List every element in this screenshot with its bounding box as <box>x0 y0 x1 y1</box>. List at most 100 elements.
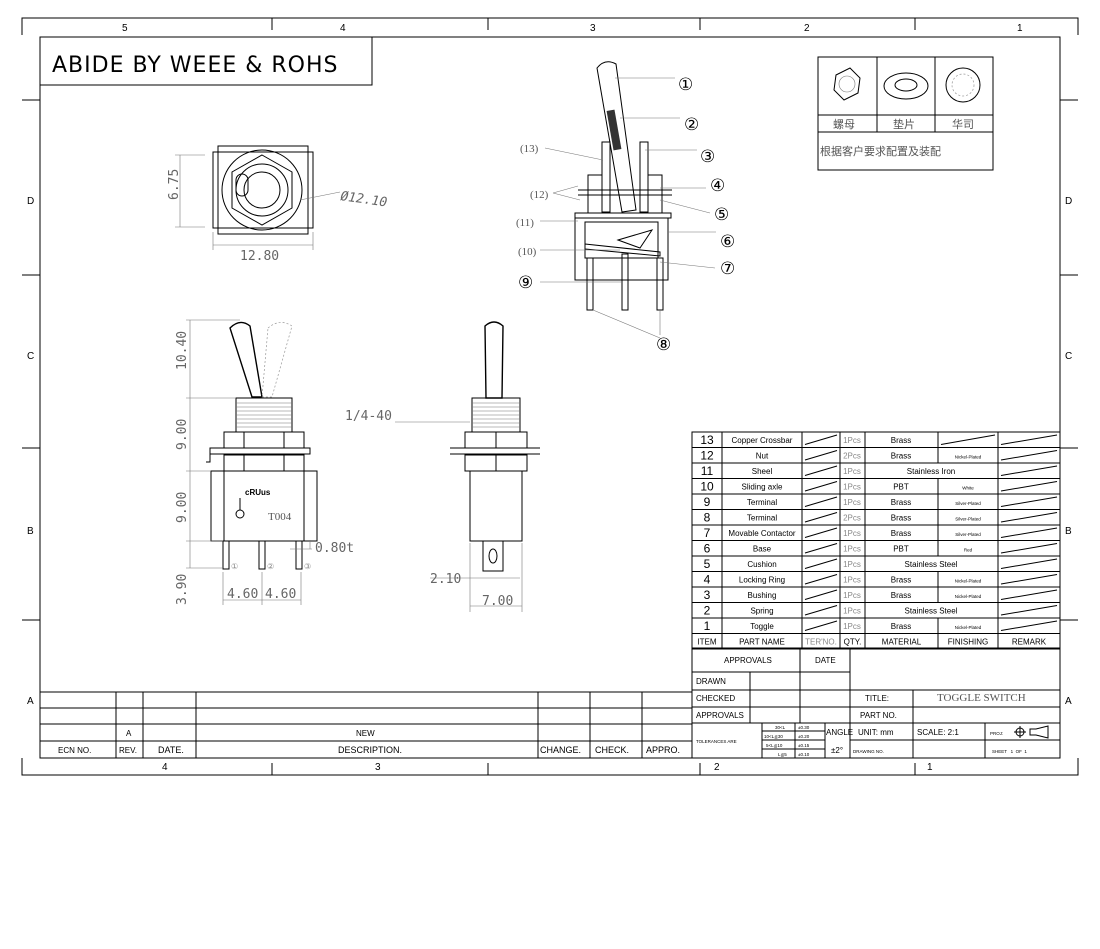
bom-header: MATERIAL <box>882 638 922 647</box>
callout-6: ⑥ <box>720 232 735 252</box>
ter-no-slash <box>804 527 838 538</box>
dim-bushing: 9.00 <box>175 419 190 450</box>
tol-range-3: 5<L≦10 <box>766 743 783 748</box>
dim-lever: 10.40 <box>175 331 190 370</box>
remark-slash <box>1000 512 1058 523</box>
remark-slash <box>1000 574 1058 585</box>
terminal-3-label: ③ <box>304 562 311 571</box>
projection-label: PROJ: <box>990 731 1003 736</box>
remark-slash <box>1000 496 1058 507</box>
bom-material: Stainless Steel <box>905 607 958 616</box>
bom-finishing: Nickel-Plated <box>955 594 982 599</box>
callout-5: ⑤ <box>714 205 729 225</box>
bom-part-name: Movable Contactor <box>728 529 795 538</box>
cross-section-view: ① ② ③ ④ ⑤ ⑥ ⑦ ⑧ ⑨ (10) (11) (12) (13) <box>516 61 735 355</box>
bom-item: 10 <box>700 480 714 494</box>
bom-part-name: Terminal <box>747 498 777 507</box>
date-header: DATE <box>815 656 836 665</box>
side-view: 2.10 7.00 <box>430 321 540 612</box>
bom-item: 9 <box>704 495 711 509</box>
bom-part-name: Spring <box>750 607 773 616</box>
bom-item: 4 <box>704 573 711 587</box>
zone-bottom-3: 3 <box>375 762 381 773</box>
drawing-title: TOGGLE SWITCH <box>937 692 1026 704</box>
zone-top-2: 2 <box>804 23 810 34</box>
tol-range-1: 30<L <box>775 725 786 730</box>
bom-material: Brass <box>891 436 911 445</box>
zone-right-b: B <box>1065 526 1072 537</box>
revision-value: A <box>126 729 132 738</box>
zone-left-c: C <box>27 351 34 362</box>
bom-qty: 1Pcs <box>843 545 861 554</box>
change-header: CHANGE. <box>540 745 581 755</box>
zone-top-4: 4 <box>340 23 346 34</box>
bom-material: Brass <box>891 452 911 461</box>
angle-label: ANGLE <box>826 728 853 737</box>
bom-header: ITEM <box>697 638 716 647</box>
tol-range-2: 10<L≦30 <box>764 734 783 739</box>
thread-spec: 1/4-40 <box>345 409 392 424</box>
callout-9: ⑨ <box>518 273 533 293</box>
remark-slash <box>1000 620 1058 631</box>
drawing-no-label: DRAWING NO. <box>853 749 884 754</box>
nut-icon <box>833 67 861 101</box>
accessory-nut: 螺母 <box>833 118 855 131</box>
remark-slash <box>1000 465 1058 476</box>
tol-value-2: ±0.20 <box>798 734 810 739</box>
approvals-header: APPROVALS <box>724 656 772 665</box>
terminal-2-label: ② <box>267 562 274 571</box>
compliance-box <box>39 36 373 86</box>
bom-qty: 1Pcs <box>843 498 861 507</box>
bom-part-name: Copper Crossbar <box>732 436 793 445</box>
dim-body: 9.00 <box>175 492 190 523</box>
unit-label: UNIT: mm <box>858 728 894 737</box>
sheet-label: SHEET 1 OF 1 <box>992 749 1027 754</box>
accessory-lock-washer: 华司 <box>952 117 974 131</box>
bom-item: 6 <box>704 542 711 556</box>
bom-part-name: Cushion <box>747 560 776 569</box>
bom-finishing: Silver-Plated <box>955 501 981 506</box>
zone-labels: 5 4 3 2 1 4 3 2 1 D C B A D C B A <box>27 23 1072 773</box>
ter-no-slash <box>804 450 838 461</box>
bom-qty: 1Pcs <box>843 529 861 538</box>
description-value: NEW <box>356 729 375 738</box>
bom-item: 1 <box>704 619 711 633</box>
tolerances-label: TOLERANCES ARE <box>696 739 737 744</box>
bom-part-name: Terminal <box>747 514 777 523</box>
bom-part-name: Base <box>753 545 772 554</box>
callout-1: ① <box>678 75 693 95</box>
bom-finishing: Silver-Plated <box>955 517 981 522</box>
dim-pin: 3.90 <box>175 574 190 605</box>
checked-label: CHECKED <box>696 694 735 703</box>
dim-side-width: 7.00 <box>482 594 513 609</box>
zone-right-d: D <box>1065 196 1072 207</box>
title-block: APPROVALS DATE DRAWN CHECKED APPROVALS T… <box>691 647 1060 759</box>
bom-header: REMARK <box>1012 638 1047 647</box>
bom-item: 13 <box>700 433 714 447</box>
callout-2: ② <box>684 115 699 135</box>
callout-7: ⑦ <box>720 259 735 279</box>
ter-no-slash <box>804 589 838 600</box>
tol-value-1: ±0.30 <box>798 725 810 730</box>
zone-right-c: C <box>1065 351 1072 362</box>
washer-icon <box>883 72 929 100</box>
bom-qty: 1Pcs <box>843 436 861 445</box>
bom-material: Stainless Iron <box>907 467 955 476</box>
bom-material: PBT <box>893 483 909 492</box>
bom-finishing: White <box>962 486 974 491</box>
bom-qty: 1Pcs <box>843 560 861 569</box>
bom-qty: 2Pcs <box>843 514 861 523</box>
scale-label: SCALE: 2:1 <box>917 728 959 737</box>
ter-no-slash <box>804 434 838 445</box>
dim-top-height: 6.75 <box>167 169 182 200</box>
callout-4: ④ <box>710 176 725 196</box>
bom-item: 2 <box>704 604 711 618</box>
bom-material: Brass <box>891 514 911 523</box>
callout-8: ⑧ <box>656 335 671 355</box>
bom-item: 7 <box>704 526 711 540</box>
bom-qty: 1Pcs <box>843 576 861 585</box>
dim-thickness: 0.80t <box>315 541 354 556</box>
tol-range-4: L≦5 <box>778 752 787 757</box>
tol-value-3: ±0.15 <box>798 743 810 748</box>
